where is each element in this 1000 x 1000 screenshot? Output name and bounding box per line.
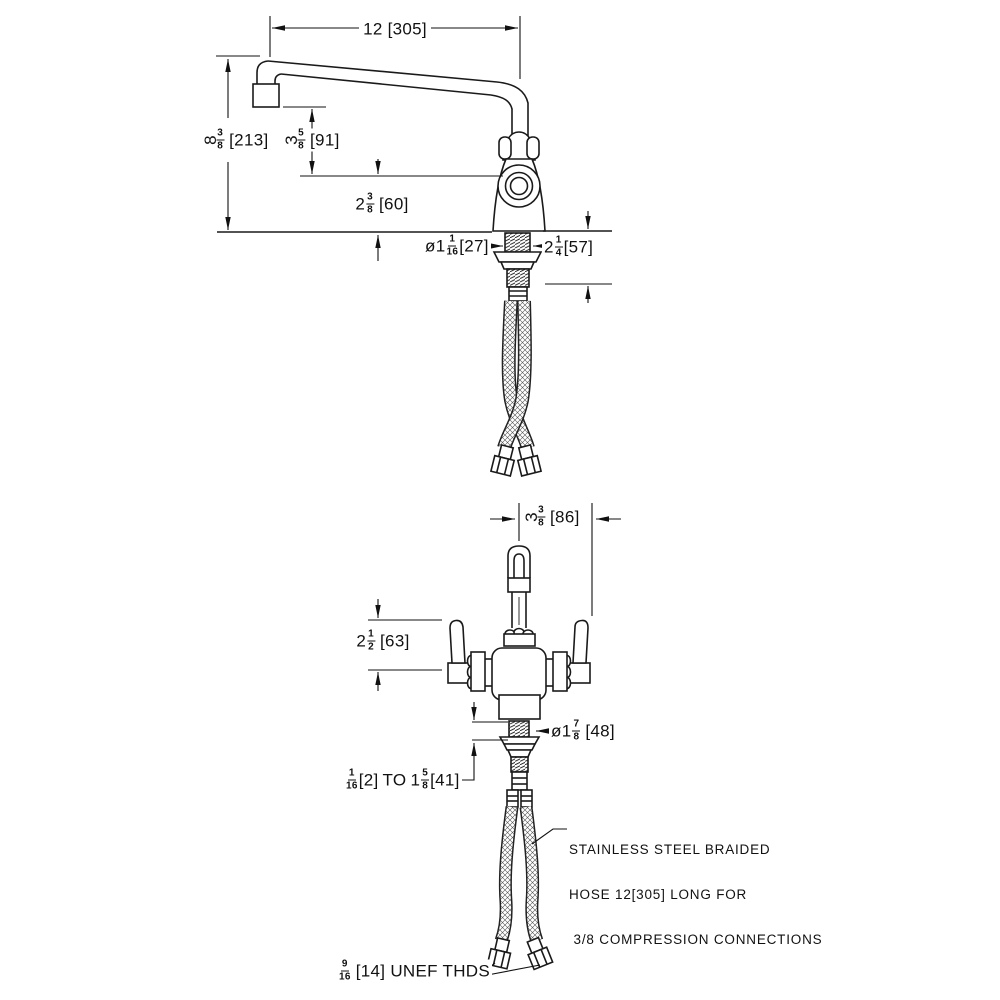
hose-note-leader <box>531 828 567 845</box>
shank-side <box>492 232 543 302</box>
hose-fitting <box>516 443 543 477</box>
faucet-body-front <box>447 619 591 720</box>
supply-hoses-front <box>486 806 554 971</box>
top-view-linework <box>217 60 612 477</box>
left-valve-bonnet <box>470 651 486 692</box>
dim-metric: [41] <box>430 770 460 790</box>
dim-metric: [60] <box>379 194 409 214</box>
dim-whole: 3 <box>281 135 301 145</box>
faucet-body-side <box>492 131 546 232</box>
dim-whole: 12 <box>363 19 383 39</box>
hose-note-line1: STAINLESS STEEL BRAIDED <box>569 842 771 857</box>
dim-whole: 2 <box>355 194 366 214</box>
left-lever-handle <box>449 619 466 664</box>
right-valve-bonnet <box>552 651 568 692</box>
thread-spec-text: [14] UNEF THDS <box>355 961 490 981</box>
hose-note-line3: 3/8 COMPRESSION CONNECTIONS <box>569 932 823 947</box>
range-joiner: TO <box>382 770 407 790</box>
dim-whole: 8 <box>200 135 220 145</box>
supply-hoses-side <box>489 300 543 477</box>
right-lever-handle <box>572 619 589 664</box>
packing-bonnet <box>503 627 536 647</box>
dim-metric: [48] <box>585 721 615 741</box>
dim-metric: [2] <box>358 770 379 790</box>
dim-metric: [305] <box>387 19 427 39</box>
dim-whole: 1 <box>435 236 446 256</box>
deck-line <box>217 230 612 233</box>
diameter-symbol: ø <box>425 236 436 256</box>
dim-metric: [63] <box>380 631 410 651</box>
hose-fitting <box>526 936 554 971</box>
top-view-dimensions <box>216 16 612 303</box>
dim-whole: 1 <box>561 721 572 741</box>
dim-metric: [57] <box>563 237 594 257</box>
dim-metric: [86] <box>550 507 580 527</box>
dim-whole: 2 <box>356 631 367 651</box>
shank-front <box>498 720 541 808</box>
spout-outline <box>252 60 529 148</box>
dim-metric: [213] <box>229 130 269 150</box>
diameter-symbol: ø <box>551 721 562 741</box>
dim-whole: 1 <box>410 770 421 790</box>
spout-nozzle <box>252 83 280 108</box>
spout-riser-front <box>507 545 531 628</box>
dim-whole: 3 <box>521 512 541 522</box>
hose-note: STAINLESS STEEL BRAIDED HOSE 12[305] LON… <box>569 812 822 962</box>
dim-metric: [27] <box>459 236 489 256</box>
dim-spout-reach-label: 12 [305] <box>361 19 429 39</box>
dim-metric: [91] <box>310 130 340 150</box>
front-view-linework <box>447 545 591 971</box>
hose-note-line2: HOSE 12[305] LONG FOR <box>569 887 748 902</box>
dim-whole: 2 <box>544 237 554 257</box>
hose-fitting <box>489 443 516 477</box>
